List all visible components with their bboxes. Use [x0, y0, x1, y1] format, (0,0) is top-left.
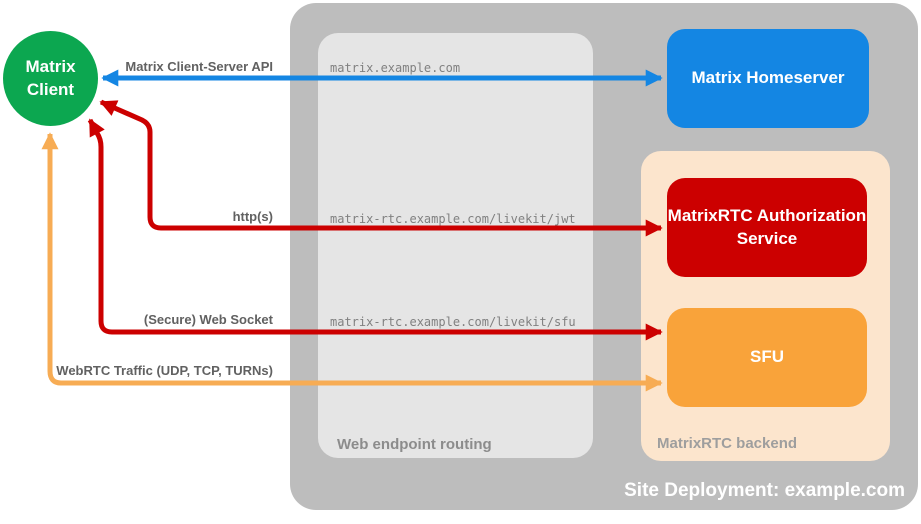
endpoint-matrix-example-com: matrix.example.com — [330, 61, 461, 75]
web-endpoint-routing-container — [318, 33, 593, 458]
https-arrow-label: http(s) — [232, 209, 273, 224]
webrtc-traffic-arrow-label: WebRTC Traffic (UDP, TCP, TURNs) — [56, 363, 273, 378]
site-deployment-caption: Site Deployment: example.com — [624, 480, 905, 501]
matrixrtc-backend-caption: MatrixRTC backend — [657, 435, 798, 452]
sfu-label: SFU — [750, 347, 784, 367]
matrixrtc-authorization-service-node: MatrixRTC Authorization Service — [667, 178, 867, 277]
websocket-arrow-label: (Secure) Web Socket — [143, 312, 273, 327]
matrix-homeserver-label: Matrix Homeserver — [691, 68, 845, 88]
web-endpoint-routing-caption: Web endpoint routing — [337, 436, 492, 453]
endpoint-livekit-sfu: matrix-rtc.example.com/livekit/sfu — [330, 315, 576, 329]
endpoint-livekit-jwt: matrix-rtc.example.com/livekit/jwt — [330, 212, 576, 226]
sfu-node: SFU — [667, 308, 867, 407]
matrix-client-label: Matrix Client — [25, 56, 76, 99]
client-server-api-arrow-label: Matrix Client-Server API — [125, 59, 273, 74]
matrix-homeserver-node: Matrix Homeserver — [667, 29, 869, 128]
matrixrtc-authorization-service-label: MatrixRTC Authorization Service — [667, 205, 867, 248]
matrix-client-node: Matrix Client — [3, 31, 98, 126]
